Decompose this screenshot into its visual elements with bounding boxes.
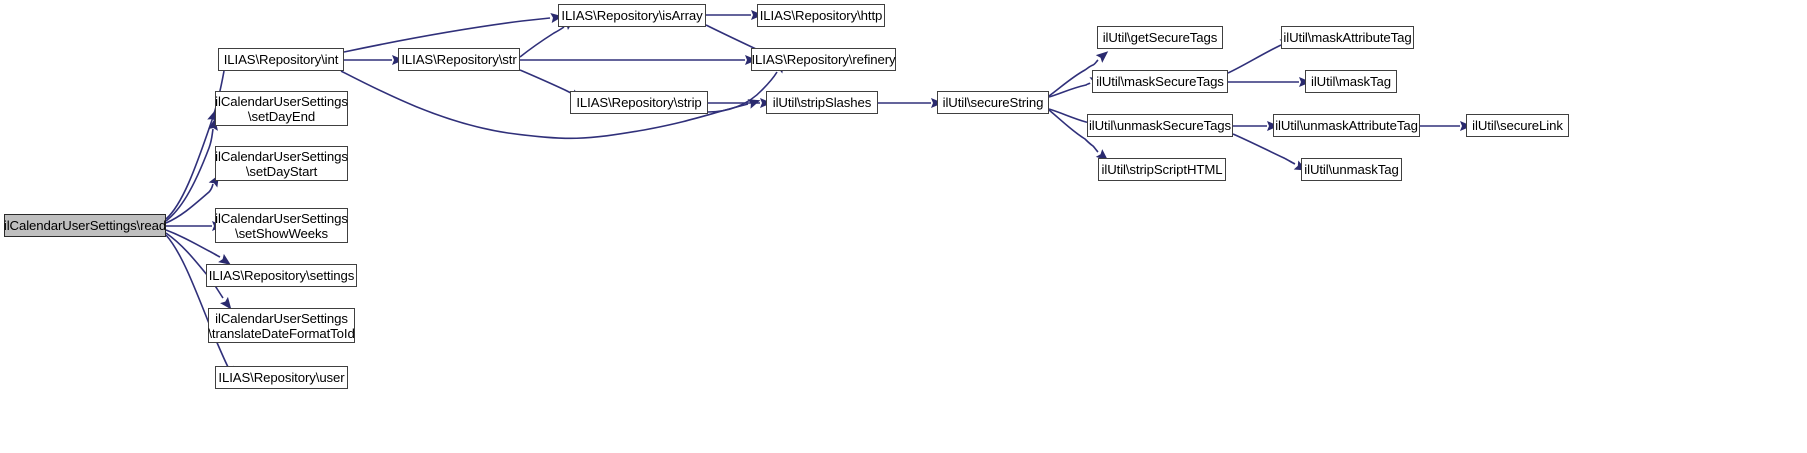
edge-str-to-isArray bbox=[519, 26, 565, 58]
edge-read-to-setDayStart bbox=[165, 183, 214, 224]
graph-node-setDayEnd[interactable]: ilCalendarUserSettings \setDayEnd bbox=[215, 91, 348, 126]
edge-read-to-setDayEnd bbox=[165, 128, 214, 222]
graph-node-stripScriptHTML[interactable]: ilUtil\stripScriptHTML bbox=[1098, 158, 1226, 181]
graph-node-setShowWeeks[interactable]: ilCalendarUserSettings \setShowWeeks bbox=[215, 208, 348, 243]
graph-node-secureLink[interactable]: ilUtil\secureLink bbox=[1466, 114, 1569, 137]
graph-node-strip[interactable]: ILIAS\Repository\strip bbox=[570, 91, 708, 114]
graph-node-isArray[interactable]: ILIAS\Repository\isArray bbox=[558, 4, 706, 27]
edge-maskSecureTags-to-maskAttributeTag bbox=[1227, 44, 1282, 74]
graph-node-unmaskAttributeTag[interactable]: ilUtil\unmaskAttributeTag bbox=[1273, 114, 1420, 137]
graph-node-unmaskTag[interactable]: ilUtil\unmaskTag bbox=[1301, 158, 1402, 181]
graph-node-maskTag[interactable]: ilUtil\maskTag bbox=[1305, 70, 1397, 93]
graph-node-settings[interactable]: ILIAS\Repository\settings bbox=[206, 264, 357, 287]
arrowhead bbox=[747, 99, 761, 109]
edge-secureString-to-unmaskSecureTags bbox=[1048, 108, 1091, 124]
graph-node-setDayStart[interactable]: ilCalendarUserSettings \setDayStart bbox=[215, 146, 348, 181]
graph-node-str[interactable]: ILIAS\Repository\str bbox=[398, 48, 520, 71]
edge-int-to-isArray bbox=[343, 17, 551, 53]
graph-node-getSecureTags[interactable]: ilUtil\getSecureTags bbox=[1097, 26, 1223, 49]
arrowhead bbox=[1095, 51, 1109, 63]
graph-node-translateDate[interactable]: ilCalendarUserSettings \translateDateFor… bbox=[208, 308, 355, 343]
edge-secureString-to-maskSecureTags bbox=[1048, 82, 1091, 98]
graph-node-http[interactable]: ILIAS\Repository\http bbox=[757, 4, 885, 27]
edge-unmaskSecureTags-to-unmaskTag bbox=[1232, 133, 1296, 165]
graph-node-maskAttributeTag[interactable]: ilUtil\maskAttributeTag bbox=[1281, 26, 1414, 49]
edge-read-to-settings bbox=[165, 229, 221, 258]
graph-node-maskSecureTags[interactable]: ilUtil\maskSecureTags bbox=[1092, 70, 1228, 93]
graph-node-stripSlashes[interactable]: ilUtil\stripSlashes bbox=[766, 91, 878, 114]
edge-str-to-strip bbox=[519, 69, 572, 94]
graph-node-secureString[interactable]: ilUtil\secureString bbox=[937, 91, 1049, 114]
graph-node-refinery[interactable]: ILIAS\Repository\refinery bbox=[751, 48, 896, 71]
graph-node-read[interactable]: ilCalendarUserSettings\read bbox=[4, 214, 166, 237]
graph-node-user[interactable]: ILIAS\Repository\user bbox=[215, 366, 348, 389]
edge-read-to-user bbox=[165, 234, 229, 368]
graph-node-unmaskSecureTags[interactable]: ilUtil\unmaskSecureTags bbox=[1087, 114, 1233, 137]
edge-secureString-to-getSecureTags bbox=[1048, 59, 1099, 97]
graph-node-int[interactable]: ILIAS\Repository\int bbox=[218, 48, 344, 71]
